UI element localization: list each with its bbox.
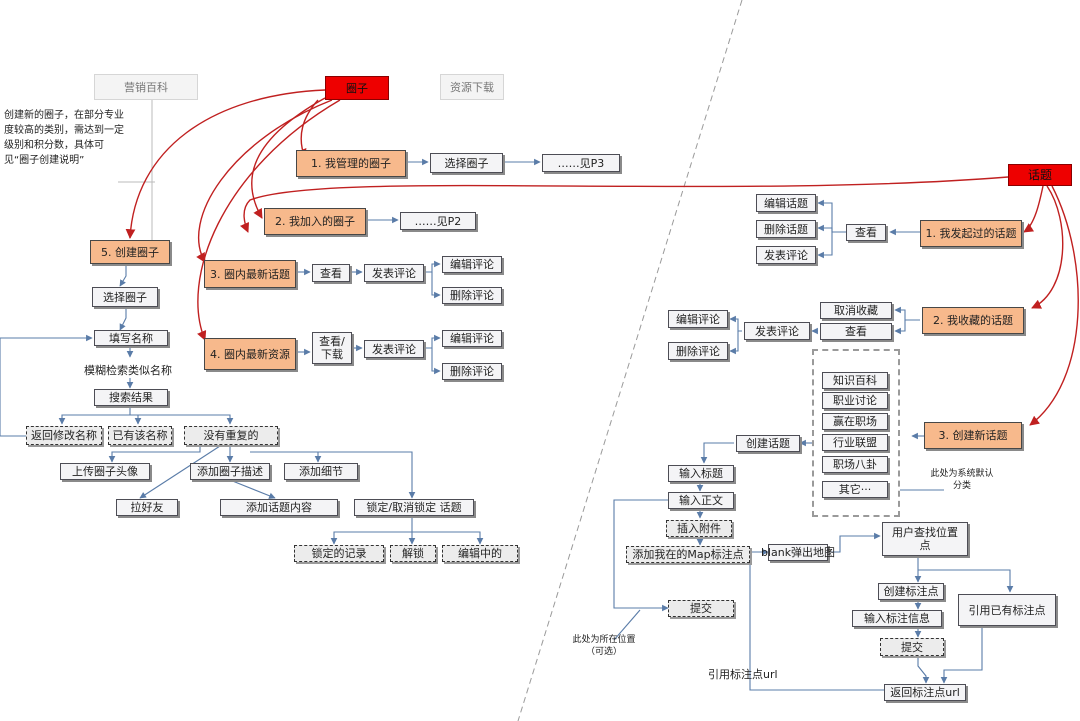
started-comment-node[interactable]: 发表评论 [756, 246, 816, 264]
create-topic-node[interactable]: 创建话题 [736, 435, 800, 452]
category-win-at-work[interactable]: 赢在职场 [822, 413, 888, 430]
category-industry-alliance[interactable]: 行业联盟 [822, 434, 888, 451]
category-career-discussion[interactable]: 职业讨论 [822, 392, 888, 409]
find-location-node[interactable]: 用户查找位置点 [882, 522, 968, 556]
input-marker-info-node[interactable]: 输入标注信息 [852, 610, 942, 627]
see-p2-node[interactable]: ……见P2 [400, 212, 476, 230]
create-marker-node[interactable]: 创建标注点 [878, 583, 944, 600]
marker-submit-node[interactable]: 提交 [880, 638, 944, 656]
resource-view-download-label: 查看/下载 [319, 335, 345, 361]
cite-marker-url-label: 引用标注点url [708, 668, 778, 681]
search-results-node[interactable]: 搜索结果 [94, 389, 168, 406]
input-body-node[interactable]: 输入正文 [668, 492, 734, 509]
default-category-note: 此处为系统默认分类 [930, 469, 994, 491]
topic-root-node[interactable]: 话题 [1008, 164, 1072, 186]
blank-popup-map-node[interactable]: blank弹出地图 [760, 544, 836, 561]
favorite-topics-node[interactable]: 2. 我收藏的话题 [922, 307, 1024, 334]
insert-attachment-node[interactable]: 插入附件 [666, 520, 732, 537]
started-view-node[interactable]: 查看 [846, 224, 886, 241]
select-circle-node[interactable]: 选择圈子 [430, 153, 503, 173]
my-managed-circles-node[interactable]: 1. 我管理的圈子 [296, 150, 406, 177]
submit-node[interactable]: 提交 [668, 600, 734, 617]
latest-resources-node[interactable]: 4. 圈内最新资源 [204, 338, 296, 370]
favorite-delete-comment-node[interactable]: 删除评论 [668, 342, 728, 360]
resource-delete-comment-node[interactable]: 删除评论 [442, 363, 502, 380]
no-duplicate-node[interactable]: 没有重复的 [184, 426, 278, 445]
create-new-topic-node[interactable]: 3. 创建新话题 [924, 422, 1022, 449]
category-other[interactable]: 其它··· [822, 481, 888, 498]
circle-flow-arrows [125, 89, 1079, 426]
resource-comment-node[interactable]: 发表评论 [364, 340, 424, 358]
back-modify-name-node[interactable]: 返回修改名称 [26, 426, 102, 445]
location-optional-note: 此处为所在位置（可选） [572, 635, 636, 657]
find-location-label: 用户查找位置点 [892, 526, 958, 552]
latest-topics-node[interactable]: 3. 圈内最新话题 [204, 260, 296, 288]
favorite-view-node[interactable]: 查看 [820, 323, 892, 340]
add-circle-description-node[interactable]: 添加圈子描述 [190, 463, 270, 480]
tab-resource-download[interactable]: 资源下载 [440, 74, 504, 100]
return-marker-url-node[interactable]: 返回标注点url [884, 684, 966, 701]
name-exists-node[interactable]: 已有该名称 [108, 426, 172, 445]
create-select-circle-node[interactable]: 选择圈子 [92, 287, 158, 307]
category-knowledge[interactable]: 知识百科 [822, 372, 888, 389]
category-group [812, 349, 900, 517]
invite-friends-node[interactable]: 拉好友 [116, 499, 178, 516]
reuse-marker-node[interactable]: 引用已有标注点 [958, 594, 1056, 626]
tab-marketing-encyclopedia[interactable]: 营销百科 [94, 74, 198, 100]
resource-edit-comment-node[interactable]: 编辑评论 [442, 330, 502, 347]
resource-view-download-node[interactable]: 查看/下载 [312, 332, 352, 364]
editing-node[interactable]: 编辑中的 [442, 545, 518, 562]
favorite-comment-node[interactable]: 发表评论 [744, 322, 810, 340]
upload-circle-avatar-node[interactable]: 上传圈子头像 [60, 463, 150, 480]
unlock-node[interactable]: 解锁 [390, 545, 436, 562]
add-topic-content-node[interactable]: 添加话题内容 [220, 499, 338, 516]
topic-delete-comment-node[interactable]: 删除评论 [442, 287, 502, 304]
edit-topic-node[interactable]: 编辑话题 [756, 194, 816, 212]
fill-name-node[interactable]: 填写名称 [94, 330, 168, 346]
joined-circles-node[interactable]: 2. 我加入的圈子 [264, 208, 366, 235]
create-circle-note: 创建新的圈子，在部分专业度较高的类别，需达到一定级别和积分数，具体可见“圈子创建… [4, 110, 124, 166]
category-workplace-gossip[interactable]: 职场八卦 [822, 456, 888, 473]
see-p3-node[interactable]: ……见P3 [542, 154, 620, 172]
add-detail-node[interactable]: 添加细节 [284, 463, 358, 480]
topic-view-node[interactable]: 查看 [312, 264, 350, 282]
fuzzy-search-label: 模糊检索类似名称 [84, 364, 172, 377]
delete-topic-node[interactable]: 删除话题 [756, 220, 816, 238]
topic-comment-node[interactable]: 发表评论 [364, 264, 424, 282]
create-circle-node[interactable]: 5. 创建圈子 [90, 240, 170, 264]
locked-records-node[interactable]: 锁定的记录 [294, 545, 384, 562]
topic-edit-comment-node[interactable]: 编辑评论 [442, 256, 502, 273]
lock-unlock-topic-node[interactable]: 锁定/取消锁定 话题 [354, 499, 474, 516]
input-title-node[interactable]: 输入标题 [668, 465, 734, 482]
cancel-favorite-node[interactable]: 取消收藏 [820, 302, 892, 319]
circle-root-node[interactable]: 圈子 [325, 76, 389, 100]
add-map-marker-node[interactable]: 添加我在的Map标注点 [626, 546, 750, 563]
started-topics-node[interactable]: 1. 我发起过的话题 [920, 220, 1022, 247]
favorite-edit-comment-node[interactable]: 编辑评论 [668, 310, 728, 328]
